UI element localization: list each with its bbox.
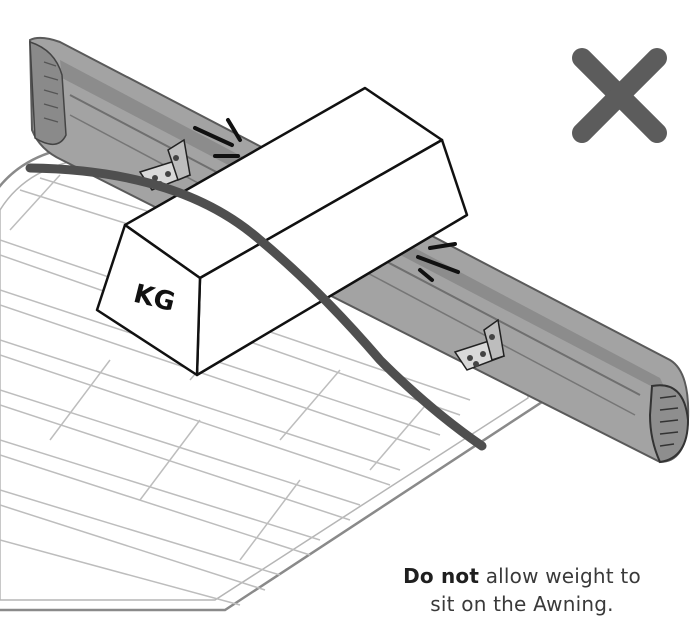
warning-caption-text: allow weight to — [479, 564, 641, 588]
warning-caption-emphasis: Do not — [403, 564, 480, 588]
awning-end-cap-right-ridges — [659, 395, 679, 447]
awning-end-cap-left-ridges — [43, 61, 59, 123]
warning-caption: Do not allow weight to sit on the Awning… — [372, 562, 672, 616]
roof-rack-slats — [0, 177, 501, 606]
weight-box-front — [95, 223, 202, 377]
weight-box: KG — [95, 86, 469, 377]
pressure-marks-left — [193, 118, 242, 158]
warning-caption-line-1: Do not allow weight to — [372, 562, 672, 590]
warning-caption-line-2: sit on the Awning. — [430, 592, 614, 616]
awning-bracket-right — [453, 318, 506, 371]
tie-down-strap — [25, 163, 487, 451]
awning-end-cap-left — [29, 40, 67, 145]
cross-icon — [572, 48, 667, 143]
awning-end-cap-right — [648, 384, 690, 464]
pressure-marks-right — [416, 242, 460, 282]
